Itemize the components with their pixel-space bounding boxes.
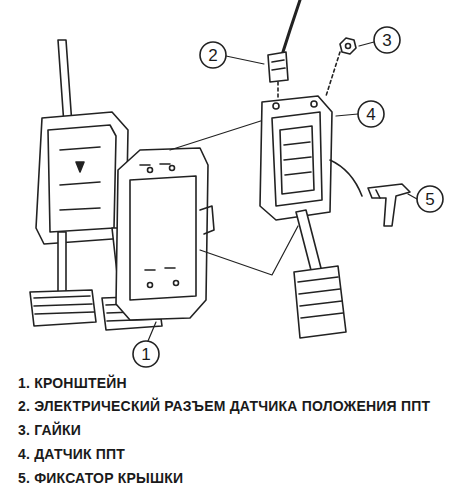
legend-item: 2. ЭЛЕКТРИЧЕСКИЙ РАЗЪЕМ ДАТЧИКА ПОЛОЖЕНИ… — [18, 399, 430, 413]
callout-number: 4 — [366, 106, 375, 123]
callout-number: 3 — [382, 32, 391, 49]
callout-number: 2 — [208, 47, 217, 64]
callout-number: 1 — [141, 346, 150, 363]
legend-item: 3. ГАЙКИ — [18, 423, 81, 437]
legend-item: 1. КРОНШТЕЙН — [18, 376, 127, 390]
callout-number: 5 — [425, 191, 434, 208]
legend-item: 4. ДАТЧИК ППТ — [18, 447, 125, 461]
legend-item: 5. ФИКСАТОР КРЫШКИ — [18, 471, 183, 485]
